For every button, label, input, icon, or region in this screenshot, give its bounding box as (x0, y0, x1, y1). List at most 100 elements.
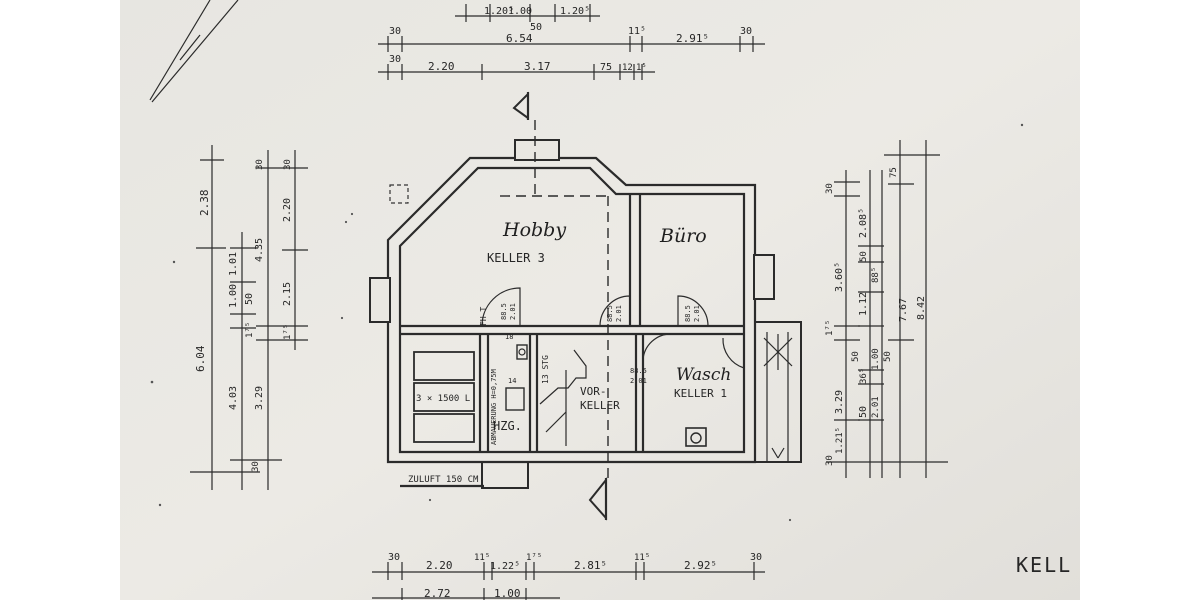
dim-left-i: 50 (244, 293, 255, 305)
dim-top-r0-d: 50 (530, 22, 542, 33)
section-marker-bottom (588, 477, 608, 521)
room-vorkeller-label-1: VOR- (580, 385, 607, 398)
dim-left-e: 1.00 (228, 284, 239, 308)
dim-bottom-r1-g: 11⁵ (634, 553, 650, 563)
dim-right-c: 1⁷⁵ (825, 320, 835, 336)
door-dimension-notes: 88.5 2.01 18 88.5 2.01 88.5 2.01 88.5 2.… (500, 303, 701, 385)
door4-width: 88.5 (630, 367, 647, 375)
dim-top-r0-b: 1.00 (508, 6, 532, 17)
dim-right-g: 50 (859, 251, 869, 262)
door4-height: 2.01 (630, 377, 647, 385)
dim-bottom-r1-f: 2.81⁵ (574, 559, 607, 572)
room-wasch-sub: KELLER 1 (674, 387, 727, 400)
dim-top-r2-d: 75 (600, 62, 612, 73)
stairs (539, 349, 587, 446)
dim-left-h: 4.35 (254, 238, 265, 262)
door2-width: 88.5 (606, 305, 614, 322)
top-dimensions: 1.20⁵ 1.00 1.20⁵ 50 30 6.54 11⁵ 2.91⁵ 30… (378, 4, 765, 80)
left-margin (0, 0, 120, 600)
dim-right-p: 75 (889, 167, 899, 178)
door1-width: 88.5 (500, 303, 508, 320)
heating-note: 14 (508, 377, 516, 385)
dim-right-s: 30 (825, 455, 835, 466)
room-vorkeller-label-2: KELLER (580, 399, 620, 412)
dim-top-r1-a: 30 (389, 26, 401, 37)
dim-top-r1-b: 6.54 (506, 32, 533, 45)
dim-top-r0-a: 1.20⁵ (484, 6, 514, 17)
heating-units (505, 344, 528, 411)
room-hobby-sub: KELLER 3 (487, 251, 545, 265)
dim-left-n: 2.15 (282, 282, 293, 306)
paper-sheet (120, 0, 1080, 600)
plan-title-partial: KELL (1016, 553, 1072, 577)
dim-right-e: 1.21⁵ (835, 427, 845, 454)
door-swings (481, 287, 745, 369)
dim-right-l: 88⁵ (871, 267, 881, 283)
axis-lines (500, 120, 610, 480)
corner-strokes (149, 0, 239, 103)
dim-bottom-r1-b: 2.20 (426, 559, 453, 572)
dim-bottom-r2-b: 1.00 (494, 587, 521, 600)
dim-top-r2-b: 2.20 (428, 60, 455, 73)
dim-right-q: 7.67 (898, 298, 909, 322)
abmauerung-label: ABMAUERUNG H=0,75M (490, 369, 498, 445)
bottom-dimensions: 30 2.20 11⁵ 1.22⁵ 1⁷⁵ 2.81⁵ 11⁵ 2.92⁵ 30… (372, 552, 765, 600)
dim-right-r: 8.42 (916, 296, 927, 320)
window-right (753, 254, 775, 300)
room-hzg-label: HZG. (493, 419, 522, 433)
dim-left-g: 30 (255, 159, 265, 170)
fire-door-label: FH-T (479, 307, 488, 326)
dim-left-a: 2.38 (198, 190, 211, 217)
door3-height: 2.01 (693, 305, 701, 322)
dim-right-h: 1.12 (858, 292, 869, 316)
dim-top-r1-e: 30 (740, 26, 752, 37)
door3-width: 88.5 (684, 305, 692, 322)
dim-left-m: 2.20 (282, 198, 293, 222)
door1-height: 2.01 (509, 303, 517, 320)
dim-bottom-r1-i: 30 (750, 552, 762, 563)
dim-right-i: 50 (851, 351, 861, 362)
dim-left-c: 4.03 (228, 386, 239, 410)
dim-left-o: 1⁷⁵ (283, 324, 293, 340)
dim-left-d: 1.01 (228, 252, 239, 276)
dim-bottom-r2-a: 2.72 (424, 587, 451, 600)
dim-bottom-r1-a: 30 (388, 552, 400, 563)
dim-right-k: 50 (858, 406, 869, 418)
drain-symbol (763, 334, 793, 459)
dim-top-r0-c: 1.20⁵ (560, 6, 590, 17)
stair-count-label: 13 STG (541, 355, 550, 384)
building-walls (369, 139, 802, 489)
dim-right-o: 50 (883, 351, 893, 362)
dim-right-d: 3.29 (834, 390, 845, 414)
dim-bottom-r1-h: 2.92⁵ (684, 559, 717, 572)
dim-left-f: 30 (251, 461, 261, 472)
door1-note: 18 (505, 333, 513, 341)
door2-height: 2.01 (615, 305, 623, 322)
room-hobby-label: Hobby (502, 219, 566, 241)
dim-right-j: 36⁵ (859, 368, 869, 384)
dim-top-r1-d: 2.91⁵ (676, 32, 709, 45)
room-buero-label: Büro (659, 225, 707, 247)
tank-label: 3 × 1500 L (416, 394, 470, 404)
dim-bottom-r1-e: 1⁷⁵ (526, 553, 542, 563)
dim-right-a: 30 (825, 183, 835, 194)
left-dimensions: 2.38 6.04 4.03 1.01 1.00 30 30 4.35 50 1… (190, 145, 308, 490)
section-marker-top (512, 91, 530, 120)
right-margin (1080, 0, 1200, 600)
dim-right-m: 1.00 (871, 348, 881, 370)
right-dimensions: 30 3.60⁵ 1⁷⁵ 3.29 1.21⁵ 2.08⁵ 50 1.12 50… (825, 140, 948, 478)
oil-tanks (413, 351, 475, 443)
dim-top-r2-c: 3.17 (524, 60, 551, 73)
dim-right-n: 2.01 (871, 396, 881, 418)
dim-right-f: 2.08⁵ (858, 208, 869, 238)
dim-left-l: 30 (283, 159, 293, 170)
dim-top-r2-a: 30 (389, 54, 401, 65)
dim-bottom-r1-d: 1.22⁵ (490, 561, 520, 572)
dim-bottom-r1-c: 11⁵ (474, 553, 490, 563)
dim-top-r2-f: 1⁵ (636, 63, 647, 73)
dim-left-k: 3.29 (254, 386, 265, 410)
dim-top-r2-e: 12 (622, 63, 633, 73)
dim-left-b: 6.04 (194, 345, 207, 372)
